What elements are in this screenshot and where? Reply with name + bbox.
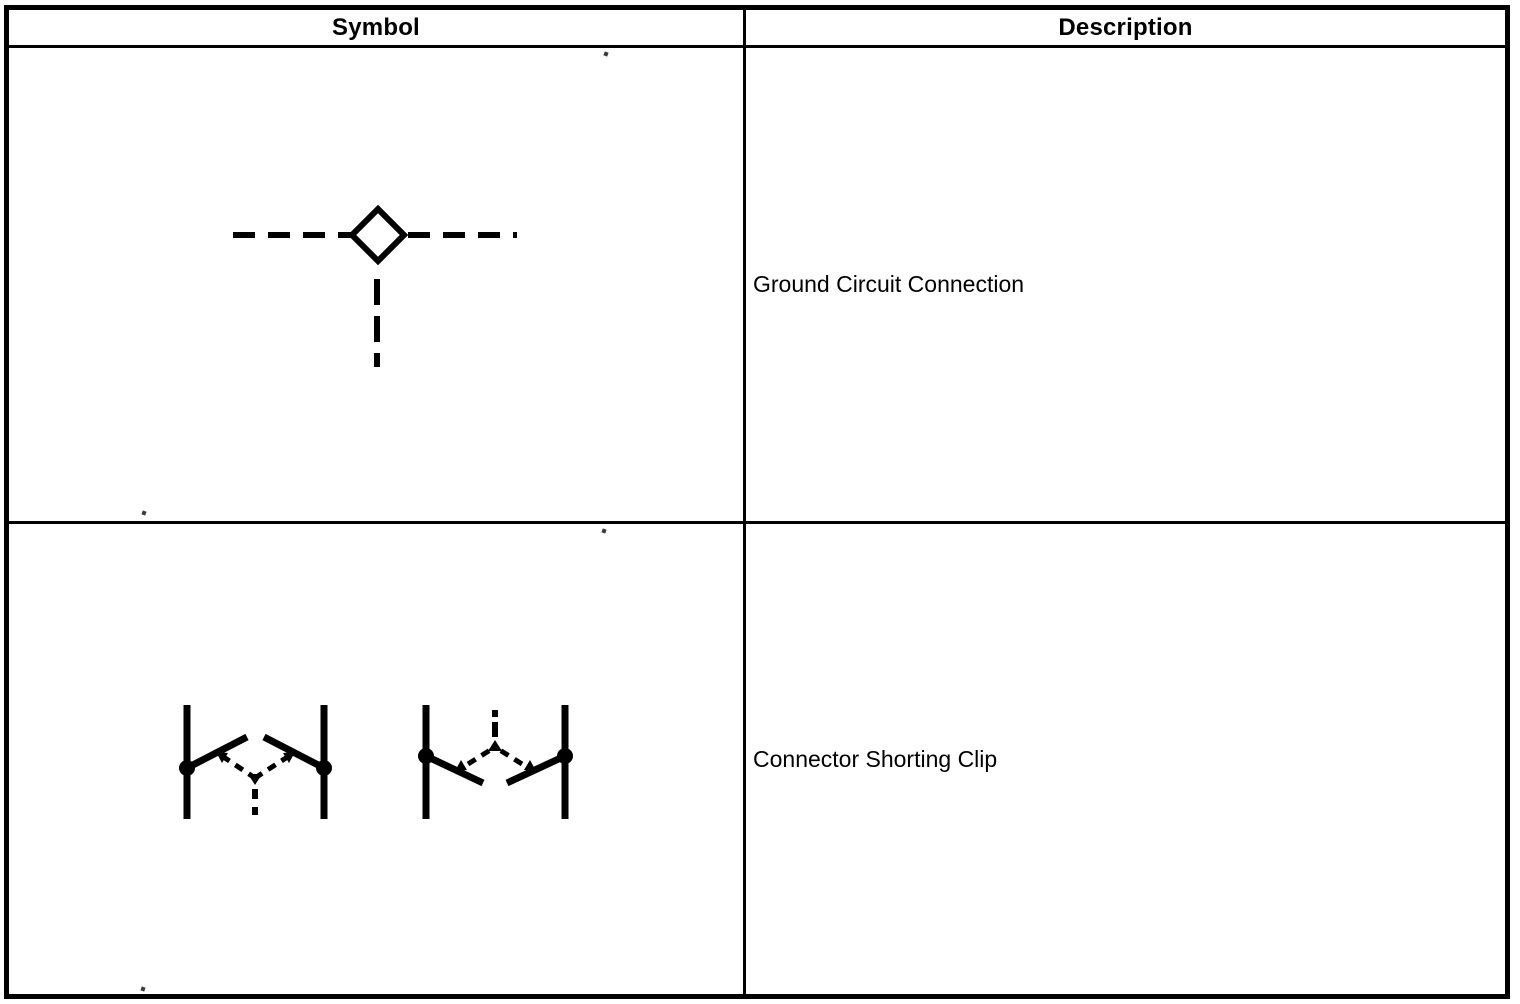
clip-arm-right [505, 752, 567, 787]
table-row-1-symbol-cell [9, 48, 746, 524]
table-row-2-description: Connector Shorting Clip [746, 524, 1505, 994]
table-row-2-symbol-cell [9, 524, 746, 994]
column-header-description: Description [746, 10, 1505, 48]
ground-circuit-connection-symbol [233, 204, 517, 367]
table-grid: Symbol Description Ground Circuit Connec… [9, 10, 1505, 994]
table-row-1-description: Ground Circuit Connection [746, 48, 1505, 524]
connector-shorting-clip-symbol-open [418, 705, 573, 819]
dashed-branch-left [466, 744, 497, 767]
dashed-branch-right [493, 744, 524, 767]
clip-arm-left [424, 752, 485, 787]
arrowhead-right [524, 760, 536, 771]
arrowhead-up [488, 740, 502, 751]
connector-shorting-clip-symbol-closed [179, 705, 332, 819]
arrowhead-left [216, 752, 228, 763]
diamond-junction [347, 204, 409, 266]
symbol-legend-table: Symbol Description Ground Circuit Connec… [4, 5, 1510, 999]
arrowhead-down [248, 774, 262, 785]
arrowhead-left [455, 760, 467, 771]
column-header-symbol: Symbol [9, 10, 746, 48]
arrowhead-right [283, 752, 295, 763]
